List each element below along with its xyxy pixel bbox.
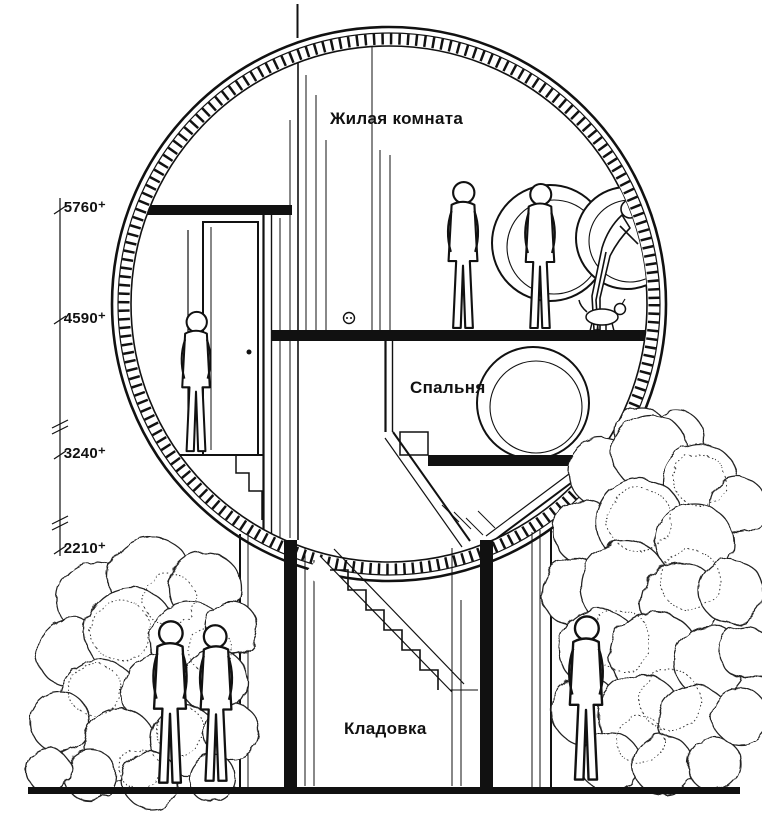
basement-wall-right bbox=[480, 540, 493, 788]
entry-stairs bbox=[222, 454, 263, 520]
basement-staircase bbox=[306, 548, 465, 700]
dog bbox=[578, 298, 627, 332]
elevation-mark-5760: 5760⁺ bbox=[63, 199, 106, 216]
ground-line bbox=[28, 787, 740, 794]
elevation-scale bbox=[51, 198, 69, 556]
interior-walls bbox=[279, 46, 391, 540]
entry-area bbox=[180, 215, 273, 545]
door-handle bbox=[246, 349, 252, 355]
tree-right bbox=[540, 405, 762, 796]
outlet-symbol bbox=[342, 311, 356, 325]
bedroom-floor-slab bbox=[428, 455, 600, 466]
label-storage: Кладовка bbox=[344, 719, 427, 738]
entry-roof-slab bbox=[140, 205, 292, 215]
basement-wall-left bbox=[284, 540, 297, 788]
funnel-structure bbox=[384, 341, 584, 548]
sphere-interior bbox=[140, 46, 647, 548]
elevation-mark-4590: 4590⁺ bbox=[63, 310, 106, 327]
entry-door bbox=[202, 221, 259, 456]
bedroom-ball-bed bbox=[476, 346, 590, 460]
bedroom-step bbox=[399, 431, 429, 456]
storage-interior bbox=[304, 548, 478, 786]
label-living-room: Жилая комната bbox=[330, 109, 464, 128]
living-room-floor-slab bbox=[272, 330, 646, 341]
label-bedroom: Спальня bbox=[410, 378, 486, 397]
elevation-mark-3240: 3240⁺ bbox=[63, 445, 106, 462]
elevation-mark-2210: 2210⁺ bbox=[63, 540, 106, 557]
